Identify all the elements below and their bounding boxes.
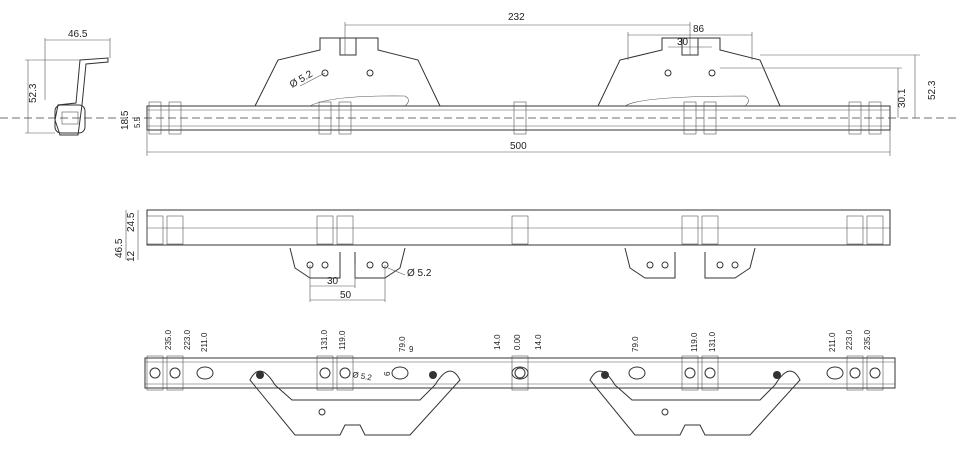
dim-label: 9 xyxy=(409,345,414,354)
bracket-left xyxy=(254,37,441,107)
dim-label: 235.0 xyxy=(164,329,173,350)
clip xyxy=(868,101,882,135)
clip xyxy=(701,355,719,391)
clip xyxy=(148,101,162,135)
bracket-bottom-right xyxy=(589,370,801,436)
dim-label: 79.0 xyxy=(631,336,640,352)
bottom-view: 235.0 223.0 211.0 131.0 119.0 79.0 9 6 Ø… xyxy=(144,329,896,436)
dim-hole-dia: Ø 5.2 xyxy=(288,69,315,91)
clip-hole xyxy=(149,367,161,379)
clip xyxy=(683,101,697,135)
clip xyxy=(701,215,719,245)
rivet xyxy=(256,371,264,379)
dim-label: 119.0 xyxy=(338,330,347,350)
dim-label: 211.0 xyxy=(828,332,837,352)
dim-label: 0.00 xyxy=(513,334,522,350)
dim-label: 14.0 xyxy=(534,334,543,350)
dim-left-b: 5.5 xyxy=(133,116,142,128)
dim-slot-width: 86 xyxy=(693,24,705,35)
clip xyxy=(168,101,182,135)
dim-label: 211.0 xyxy=(200,332,209,352)
dim-front-30: 30 xyxy=(327,276,339,287)
dim-label: 6 xyxy=(383,371,392,376)
slots xyxy=(196,366,844,380)
dim-front-b: 12 xyxy=(126,250,137,262)
clip-hole xyxy=(704,367,716,379)
clip xyxy=(166,355,184,391)
dim-label: 119.0 xyxy=(690,332,699,352)
dim-front-hole-dia: Ø 5.2 xyxy=(407,268,432,279)
clip xyxy=(846,355,864,391)
dim-length: 500 xyxy=(510,141,527,152)
clip xyxy=(703,101,717,135)
rail xyxy=(146,105,891,131)
clip xyxy=(316,355,334,391)
rail-bottom xyxy=(144,357,896,389)
clip-hole xyxy=(849,367,861,379)
clip xyxy=(866,215,884,245)
dim-label: 131.0 xyxy=(320,329,329,350)
clip xyxy=(316,215,334,245)
dim-label: Ø 5.2 xyxy=(352,370,373,382)
dim-right-b: 52.3 xyxy=(927,80,938,100)
rail-clips xyxy=(148,101,882,135)
dim-side-height: 52.3 xyxy=(28,83,39,103)
clip-hole xyxy=(339,367,351,379)
clip xyxy=(336,355,354,391)
clip xyxy=(513,101,527,135)
slot xyxy=(196,366,214,380)
bracket-right xyxy=(597,37,781,107)
clip xyxy=(338,101,352,135)
dim-label: 235.0 xyxy=(863,329,872,350)
dim-side-width: 46.5 xyxy=(68,29,88,40)
clip xyxy=(511,215,529,245)
dim-label: 79.0 xyxy=(398,336,407,352)
dim-left-a: 18.5 xyxy=(120,110,131,130)
clip-hole xyxy=(169,367,181,379)
dim-hole-spacing: 30 xyxy=(677,37,689,48)
clip xyxy=(846,215,864,245)
clip xyxy=(146,215,164,245)
clip xyxy=(166,215,184,245)
slot xyxy=(826,366,844,380)
bracket-front xyxy=(289,247,341,279)
clip-hole xyxy=(684,367,696,379)
dim-front-total: 46.5 xyxy=(114,238,125,258)
dim-label: 223.0 xyxy=(845,329,854,350)
dim-front-50: 50 xyxy=(340,290,352,301)
clip xyxy=(866,355,884,391)
rail-front xyxy=(146,209,891,246)
clip xyxy=(681,355,699,391)
dim-label: 14.0 xyxy=(493,334,502,350)
slot xyxy=(628,366,646,380)
hole xyxy=(321,69,329,77)
dim-bracket-spacing: 232 xyxy=(508,12,525,23)
dim-label: 131.0 xyxy=(708,331,717,352)
front-view: 24.5 46.5 12 30 50 Ø 5.2 xyxy=(114,209,891,302)
rail-clips-front xyxy=(146,215,884,245)
clip xyxy=(848,101,862,135)
side-profile xyxy=(25,38,111,136)
clip xyxy=(336,215,354,245)
clip xyxy=(318,101,332,135)
dim-label: 223.0 xyxy=(183,329,192,350)
bottom-dim-labels: 235.0 223.0 211.0 131.0 119.0 79.0 9 6 Ø… xyxy=(164,329,872,382)
clip xyxy=(681,215,699,245)
slot xyxy=(511,366,529,380)
top-view: 46.5 52.3 232 86 30 Ø 5.2 18.5 5.5 30.1 … xyxy=(0,12,960,156)
clip-hole xyxy=(319,367,331,379)
clip-hole xyxy=(869,367,881,379)
clip xyxy=(511,355,529,391)
bracket-bottom-left xyxy=(249,370,461,436)
dim-front-a: 24.5 xyxy=(126,212,137,232)
dim-right-a: 30.1 xyxy=(897,88,908,108)
clip xyxy=(146,355,164,391)
clip-hole xyxy=(514,367,526,379)
slot xyxy=(391,366,409,380)
